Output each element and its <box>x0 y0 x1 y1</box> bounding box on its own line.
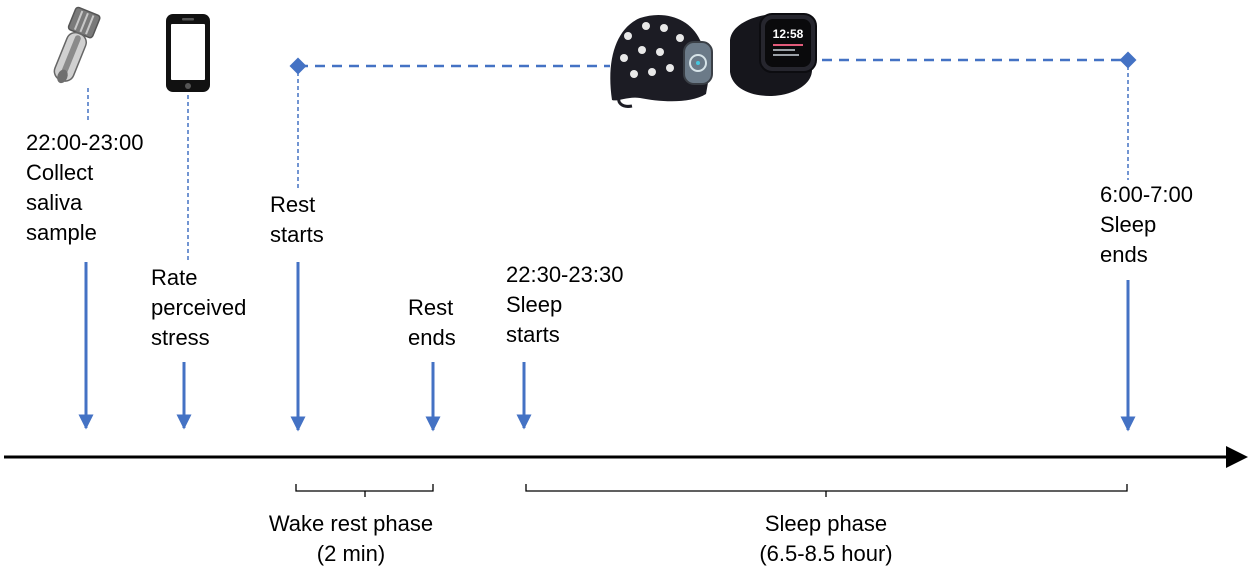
rest-end-label: Rest ends <box>408 295 456 350</box>
sleep-end-line1: Sleep <box>1100 212 1156 237</box>
recording-end-marker <box>1119 51 1137 69</box>
sleep-end-label: 6:00-7:00 Sleep ends <box>1100 182 1193 267</box>
saliva-line3: sample <box>26 220 97 245</box>
recording-period-line <box>298 58 1128 68</box>
sleep-phase-bracket <box>525 484 1128 497</box>
sleep-phase-line2: (6.5-8.5 hour) <box>759 541 892 566</box>
watch-time-text: 12:58 <box>773 27 804 41</box>
sleep-phase-label: Sleep phase (6.5-8.5 hour) <box>759 511 892 566</box>
smartphone-icon <box>166 14 210 92</box>
sleep-phase-line1: Sleep phase <box>765 511 887 536</box>
sleep-start-label: 22:30-23:30 Sleep starts <box>506 262 623 347</box>
recording-start-marker <box>289 57 307 75</box>
wake-rest-bracket <box>295 484 434 497</box>
sleep-start-time: 22:30-23:30 <box>506 262 623 287</box>
rest-end-line1: Rest <box>408 295 453 320</box>
sleep-end-line2: ends <box>1100 242 1148 267</box>
stress-line1: Rate <box>151 265 197 290</box>
stress-line3: stress <box>151 325 210 350</box>
wake-rest-line1: Wake rest phase <box>269 511 433 536</box>
stress-label: Rate perceived stress <box>151 265 246 350</box>
saliva-line1: Collect <box>26 160 93 185</box>
sleep-end-time: 6:00-7:00 <box>1100 182 1193 207</box>
timeline-axis <box>4 446 1248 468</box>
saliva-line2: saliva <box>26 190 83 215</box>
smartwatch-icon: 12:58 <box>730 13 817 96</box>
stress-line2: perceived <box>151 295 246 320</box>
sleep-start-line2: starts <box>506 322 560 347</box>
rest-start-label: Rest starts <box>270 192 324 247</box>
saliva-tube-icon <box>53 6 101 84</box>
eeg-headband-icon <box>610 14 713 108</box>
wake-rest-phase-label: Wake rest phase (2 min) <box>269 511 433 566</box>
sleep-start-line1: Sleep <box>506 292 562 317</box>
rest-start-line1: Rest <box>270 192 315 217</box>
rest-end-line2: ends <box>408 325 456 350</box>
wake-rest-line2: (2 min) <box>317 541 385 566</box>
saliva-label: 22:00-23:00 Collect saliva sample <box>26 130 143 245</box>
saliva-time: 22:00-23:00 <box>26 130 143 155</box>
rest-start-line2: starts <box>270 222 324 247</box>
